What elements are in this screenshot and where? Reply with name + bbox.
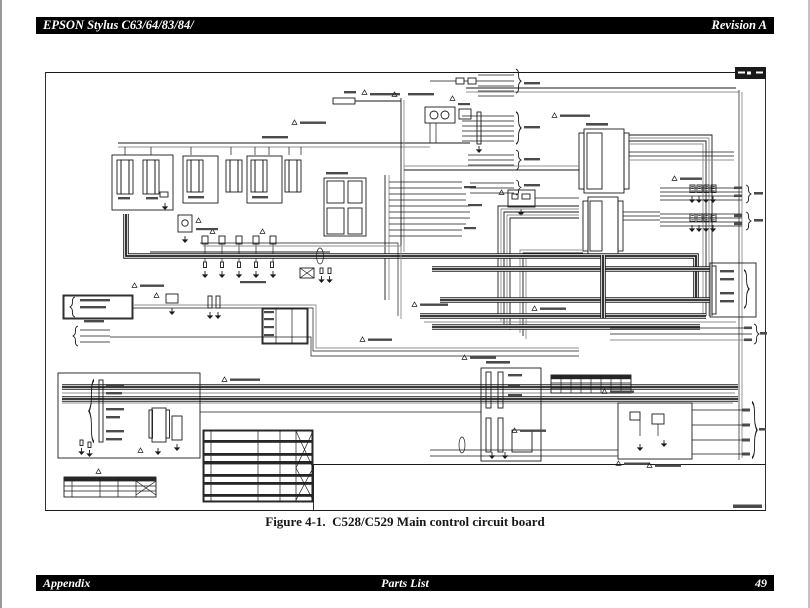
header-bar: EPSON Stylus C63/64/83/84/ Revision A xyxy=(36,17,774,34)
figure-caption: Figure 4-1. C528/C529 Main control circu… xyxy=(265,514,545,529)
memory-ladder-block xyxy=(323,172,482,300)
header-revision: Revision A xyxy=(711,18,767,32)
regulator-cluster xyxy=(150,214,334,284)
bottom-left-block xyxy=(57,372,201,459)
schematic-svg xyxy=(45,67,767,511)
right-middle-connector xyxy=(610,262,767,345)
bottom-center-block xyxy=(480,361,542,462)
table-bottom-large xyxy=(202,429,314,503)
title-block xyxy=(735,67,766,79)
ic-group-top-left xyxy=(111,154,302,211)
annotation-labels xyxy=(131,89,702,468)
drawing-frame xyxy=(45,72,766,511)
footer-page-number: 49 xyxy=(755,575,767,590)
table-center xyxy=(550,374,632,394)
left-connectors xyxy=(62,292,579,357)
footer-title: Parts List xyxy=(381,575,429,590)
table-bottom-small xyxy=(63,468,157,498)
table-mid-small xyxy=(261,307,309,345)
footer-bar: Appendix Parts List 49 xyxy=(36,575,774,591)
top-bus-wires xyxy=(118,87,739,252)
right-top-connector-groups xyxy=(660,184,763,233)
main-ic-fanout xyxy=(404,134,734,339)
top-center-cluster xyxy=(424,68,579,217)
window-right-border xyxy=(808,0,810,608)
corner-part-number xyxy=(733,504,762,508)
bus-bands xyxy=(62,90,743,460)
drawing-inner-division xyxy=(313,464,766,511)
bottom-right-block xyxy=(615,400,766,466)
window-left-border xyxy=(0,0,2,608)
footer-section: Appendix xyxy=(43,575,91,590)
header-title: EPSON Stylus C63/64/83/84/ xyxy=(43,18,194,32)
main-ic-block xyxy=(578,123,630,256)
